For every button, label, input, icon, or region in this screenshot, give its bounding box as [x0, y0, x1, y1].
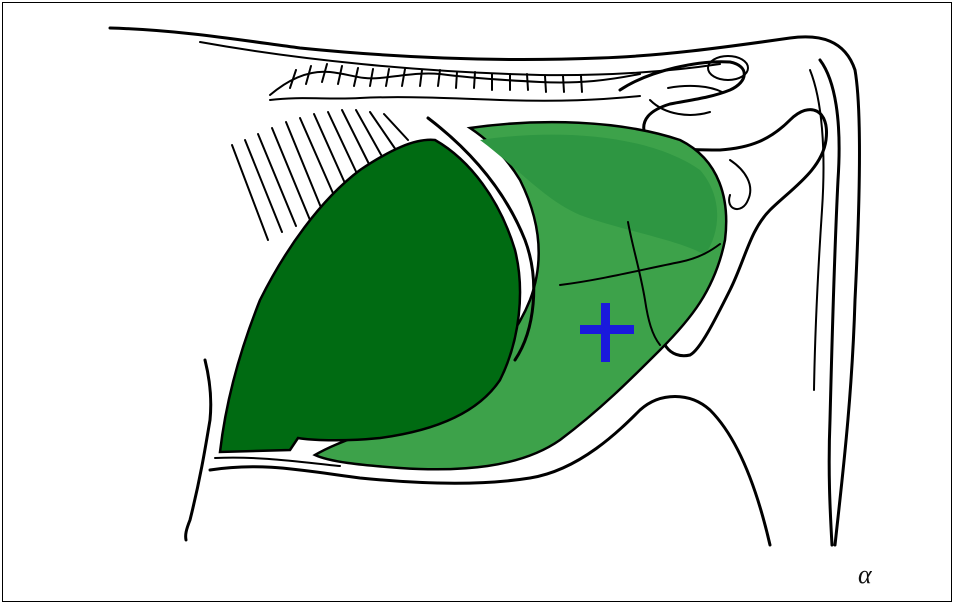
- vertebrae: [270, 64, 640, 101]
- chest-bottom: [186, 360, 211, 540]
- signature: α: [858, 560, 872, 590]
- sternum-inner: [215, 458, 340, 466]
- foreleg-inner: [810, 70, 824, 390]
- lung-lobe-cranial: [220, 140, 520, 452]
